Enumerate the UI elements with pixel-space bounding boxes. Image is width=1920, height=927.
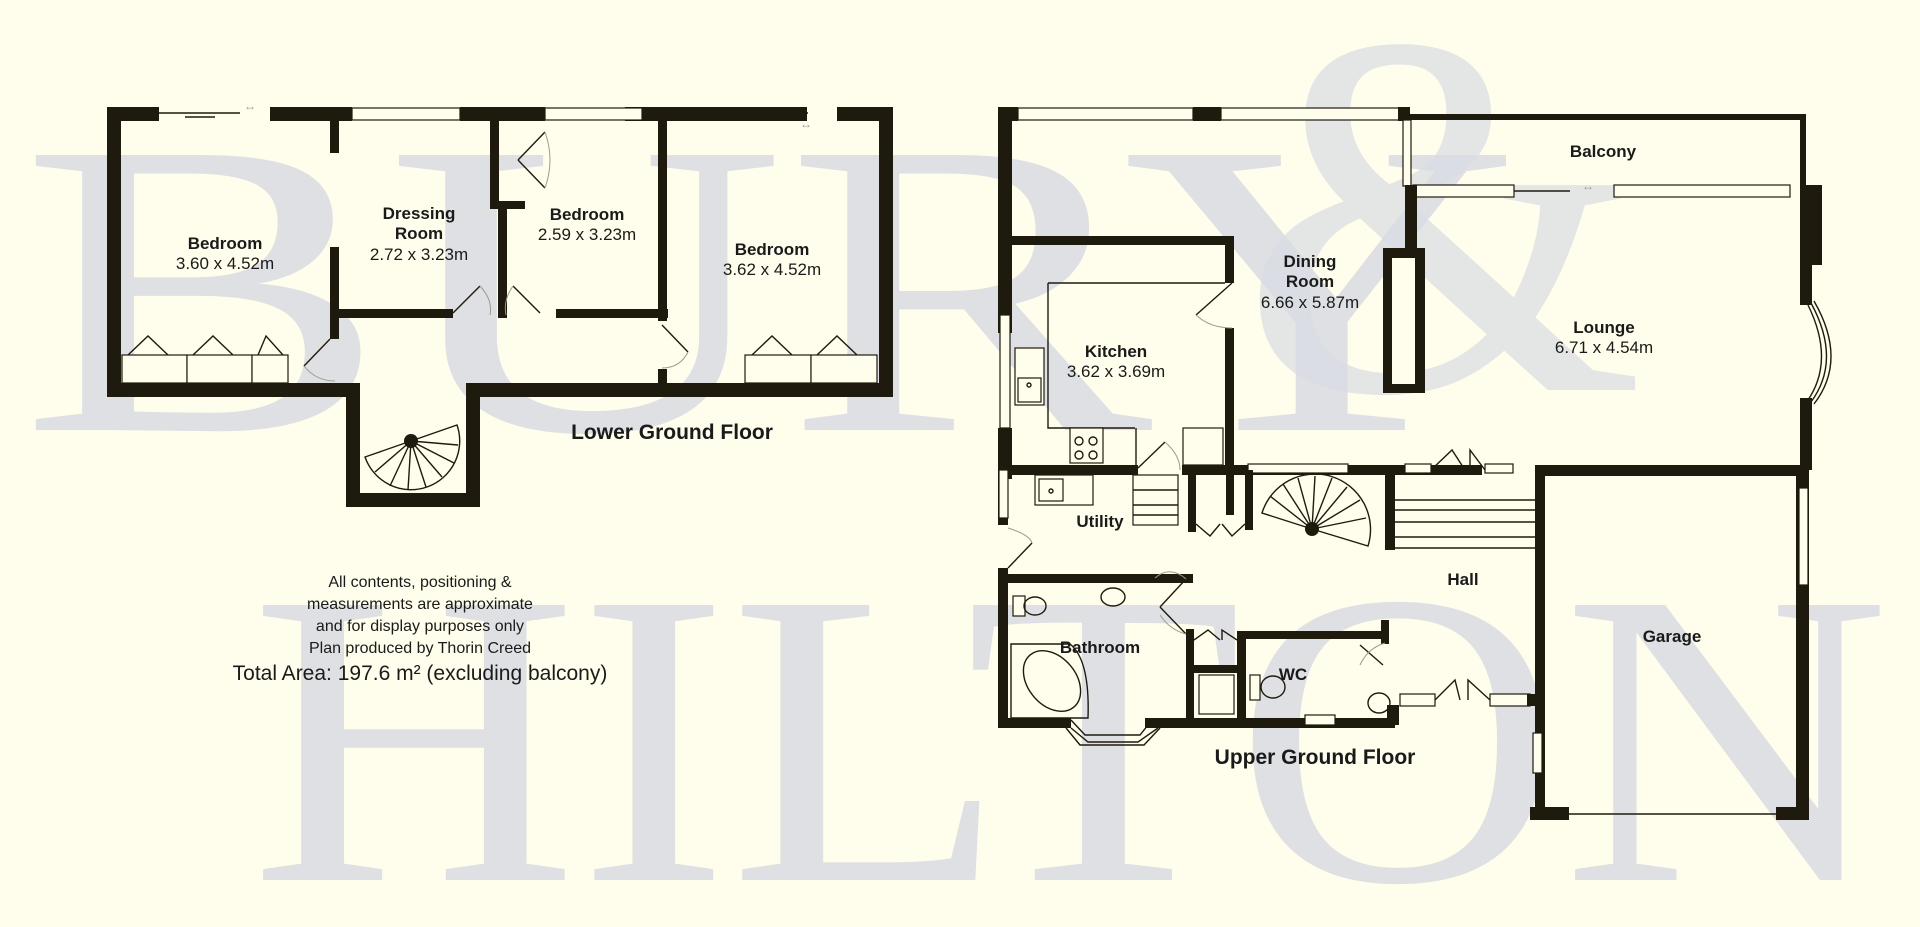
room-name: Garage [1642,627,1702,646]
room-kitchen: Kitchen 3.62 x 3.69m [1067,342,1165,383]
room-name-line2: Room [1285,272,1335,292]
room-dimensions: 6.66 x 5.87m [1260,292,1360,312]
watermark-ampersand: & [1240,0,1644,503]
room-utility: Utility [1076,512,1123,532]
watermark-line1: BURY [20,56,1520,521]
room-bathroom: Bathroom [1060,638,1140,658]
room-bedroom-2: Bedroom 2.59 x 3.23m [538,205,636,246]
svg-text:↔: ↔ [800,117,812,131]
hall-staircase [1395,499,1535,549]
lower-ground-floor-walls: ↔ ↔ [107,99,893,507]
floor-title-lower: Lower Ground Floor [571,421,773,444]
room-name: Bedroom [549,205,625,224]
room-name: WC [1278,665,1308,684]
room-name-line1: Dining [1283,252,1337,271]
room-bedroom-3: Bedroom 3.62 x 4.52m [723,240,821,281]
room-name: Bathroom [1059,638,1141,657]
room-hall: Hall [1447,570,1478,590]
room-dimensions: 3.62 x 4.52m [722,260,822,280]
room-name-line2: Room [394,224,444,244]
room-wc: WC [1279,665,1307,685]
note-line: measurements are approximate [307,596,533,613]
upper-ground-floor-walls: ↔ [998,107,1832,820]
room-balcony: Balcony [1570,142,1636,162]
room-dressing-room: Dressing Room 2.72 x 3.23m [370,204,468,265]
room-name: Bedroom [734,240,810,259]
floor-title-upper: Upper Ground Floor [1214,746,1416,769]
note-line: and for display purposes only [315,618,525,635]
spiral-staircase-lower [364,424,461,491]
room-lounge: Lounge 6.71 x 4.54m [1555,318,1653,359]
spiral-staircase-upper [1261,473,1372,547]
room-dimensions: 3.60 x 4.52m [175,254,275,274]
room-name: Hall [1447,570,1479,589]
note-line: All contents, positioning & [328,574,512,591]
room-name: Balcony [1569,142,1637,161]
room-name-line1: Dressing [382,204,456,223]
room-dimensions: 2.72 x 3.23m [369,244,469,264]
room-bedroom-1: Bedroom 3.60 x 4.52m [176,234,274,275]
room-name: Bedroom [187,234,263,253]
room-name: Utility [1076,512,1124,531]
room-dimensions: 6.71 x 4.54m [1554,338,1654,358]
room-dimensions: 3.62 x 3.69m [1066,362,1166,382]
room-name: Kitchen [1084,342,1148,361]
svg-text:↔: ↔ [1582,179,1594,193]
note-line: Plan produced by Thorin Creed [308,640,532,657]
total-area: Total Area: 197.6 m² (excluding balcony) [232,662,608,685]
svg-text:↔: ↔ [244,99,256,113]
room-name: Lounge [1573,318,1635,337]
room-dining-room: Dining Room 6.66 x 5.87m [1261,252,1359,313]
room-dimensions: 2.59 x 3.23m [537,225,637,245]
room-garage: Garage [1643,627,1702,647]
disclaimer-notes: All contents, positioning & measurements… [233,572,608,688]
